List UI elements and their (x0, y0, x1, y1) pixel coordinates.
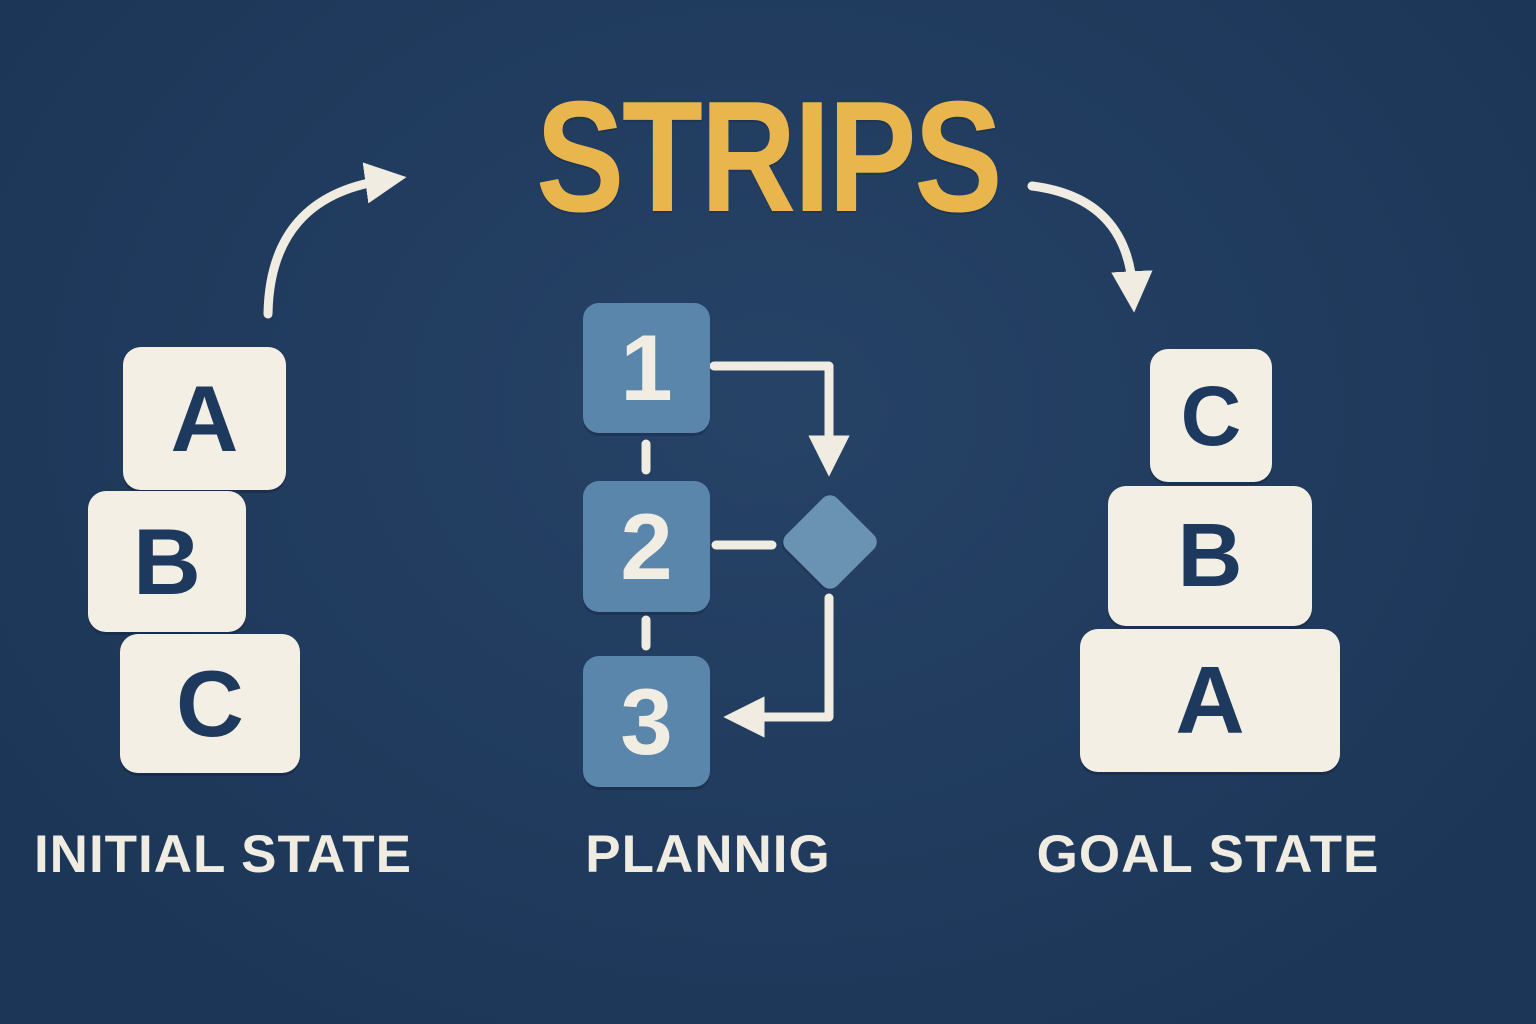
initial-block-b: B (88, 491, 246, 632)
goal-state-label: GOAL STATE (1036, 825, 1380, 884)
block-letter: C (176, 650, 244, 756)
arrow-diamond-to-step3-icon (723, 593, 834, 738)
planning-label: PLANNIG (585, 825, 831, 884)
initial-block-a: A (123, 347, 286, 490)
initial-state-label: INITIAL STATE (33, 825, 413, 884)
block-letter: A (1175, 646, 1245, 754)
block-letter: B (133, 508, 201, 614)
flow-step-1: 1 (583, 303, 710, 433)
goal-block-a: A (1080, 629, 1340, 772)
flow-step-3: 3 (583, 656, 710, 787)
goal-block-c: C (1150, 349, 1272, 482)
goal-block-b: B (1108, 486, 1312, 626)
page-title: STRIPS (535, 69, 1003, 245)
initial-block-c: C (120, 634, 300, 773)
decision-diamond-icon (779, 491, 881, 593)
block-letter: B (1177, 506, 1243, 606)
block-letter: A (170, 365, 239, 471)
arrow-step1-to-diamond-icon (709, 361, 850, 477)
block-letter: C (1180, 368, 1242, 463)
flow-step-number: 2 (620, 493, 673, 599)
flow-step-2: 2 (583, 481, 710, 612)
flow-step-number: 1 (620, 315, 673, 420)
flow-step-number: 3 (620, 668, 673, 774)
